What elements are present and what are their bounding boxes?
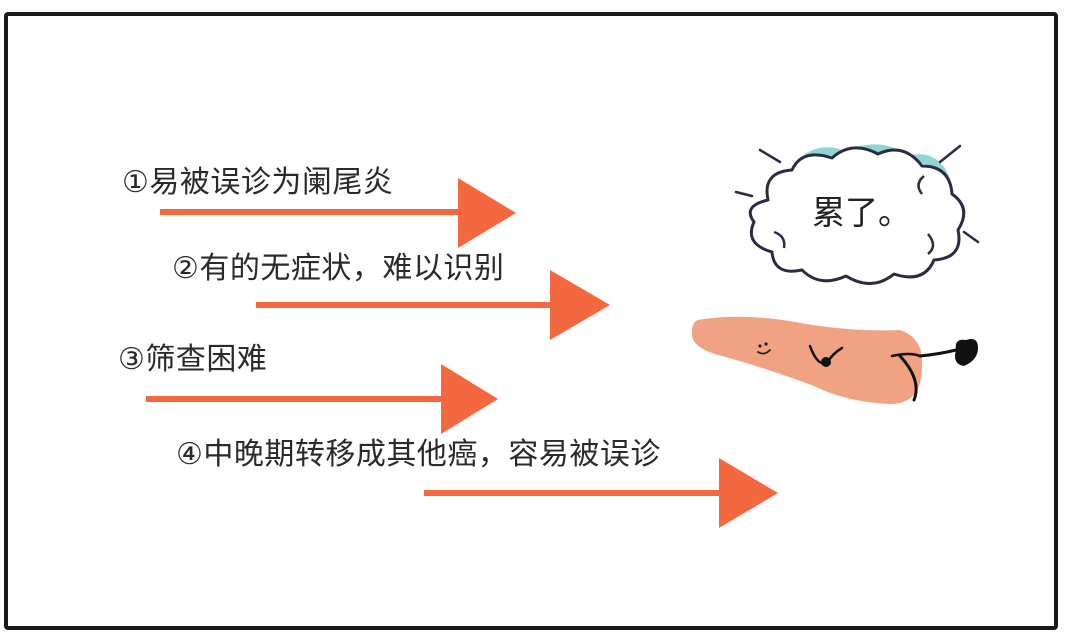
item-4-label: ④中晚期转移成其他癌，容易被误诊 — [176, 437, 661, 472]
item-3-label: ③筛查困难 — [118, 342, 268, 377]
arrow-3 — [146, 364, 498, 434]
bubble-text: 累了。 — [812, 193, 911, 232]
item-2-label: ②有的无症状，难以识别 — [172, 251, 505, 286]
thought-bubble — [734, 144, 980, 285]
arrow-2 — [256, 270, 610, 340]
appendix-character — [691, 316, 978, 404]
item-1-label: ①易被误诊为阑尾炎 — [122, 165, 394, 200]
arrow-1 — [160, 178, 516, 248]
diagram-frame — [4, 12, 1058, 630]
arrow-4 — [424, 458, 778, 528]
